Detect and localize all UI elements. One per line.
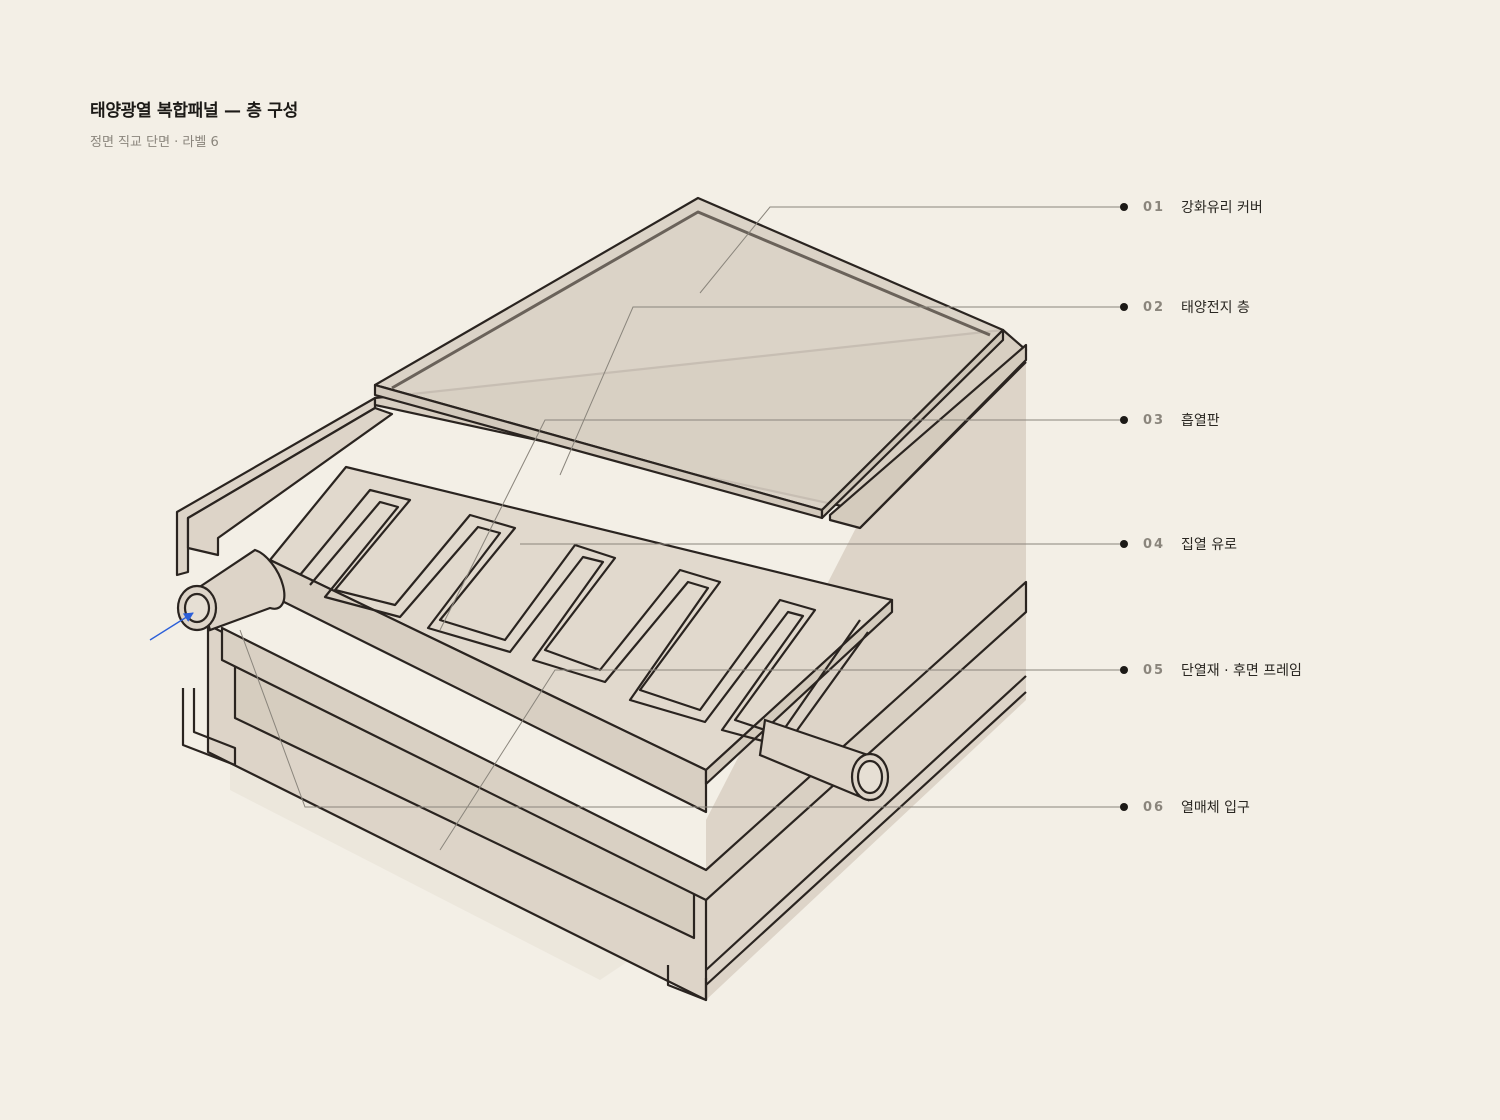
outlet-pipe bbox=[758, 718, 890, 802]
leader-dots bbox=[1120, 203, 1128, 811]
inlet-pipe bbox=[176, 548, 286, 632]
label-number: 03 bbox=[1143, 412, 1166, 428]
panel-shadow bbox=[230, 700, 960, 980]
label-number: 02 bbox=[1143, 299, 1166, 315]
leader-dot-04 bbox=[1120, 540, 1128, 548]
label-01: 01 강화유리 커버 bbox=[1143, 197, 1263, 217]
label-03: 03 흡열판 bbox=[1143, 410, 1220, 430]
label-number: 06 bbox=[1143, 799, 1166, 815]
label-number: 01 bbox=[1143, 199, 1166, 215]
label-04: 04 집열 유로 bbox=[1143, 534, 1237, 554]
page-subtitle: 정면 직교 단면 · 라벨 6 bbox=[90, 135, 219, 150]
leader-line-05 bbox=[439, 669, 1124, 851]
label-text: 집열 유로 bbox=[1181, 537, 1237, 553]
label-02: 02 태양전지 층 bbox=[1143, 297, 1250, 317]
serpentine-channel bbox=[299, 488, 869, 749]
label-text: 열매체 입구 bbox=[1181, 800, 1250, 816]
label-number: 05 bbox=[1143, 662, 1166, 678]
leader-dot-03 bbox=[1120, 416, 1128, 424]
leader-dot-05 bbox=[1120, 666, 1128, 674]
leader-line-01 bbox=[699, 206, 1124, 294]
leader-dot-01 bbox=[1120, 203, 1128, 211]
label-text: 단열재 · 후면 프레임 bbox=[1181, 663, 1302, 679]
label-number: 04 bbox=[1143, 536, 1166, 552]
glass-cover bbox=[373, 196, 1005, 520]
label-text: 태양전지 층 bbox=[1181, 300, 1250, 316]
inlet-arrow bbox=[149, 612, 194, 641]
label-text: 흡열판 bbox=[1181, 413, 1220, 429]
leader-dot-06 bbox=[1120, 803, 1128, 811]
leader-lines bbox=[239, 206, 1124, 851]
label-05: 05 단열재 · 후면 프레임 bbox=[1143, 660, 1302, 680]
label-text: 강화유리 커버 bbox=[1181, 200, 1263, 216]
leader-line-06 bbox=[239, 629, 1124, 808]
leader-line-03 bbox=[439, 419, 1124, 631]
label-06: 06 열매체 입구 bbox=[1143, 797, 1250, 817]
leader-line-02 bbox=[559, 306, 1124, 476]
page-title: 태양광열 복합패널 — 층 구성 bbox=[90, 101, 298, 121]
back-frame bbox=[181, 580, 1028, 1002]
panel-body bbox=[706, 362, 1026, 1000]
leader-dot-02 bbox=[1120, 303, 1128, 311]
